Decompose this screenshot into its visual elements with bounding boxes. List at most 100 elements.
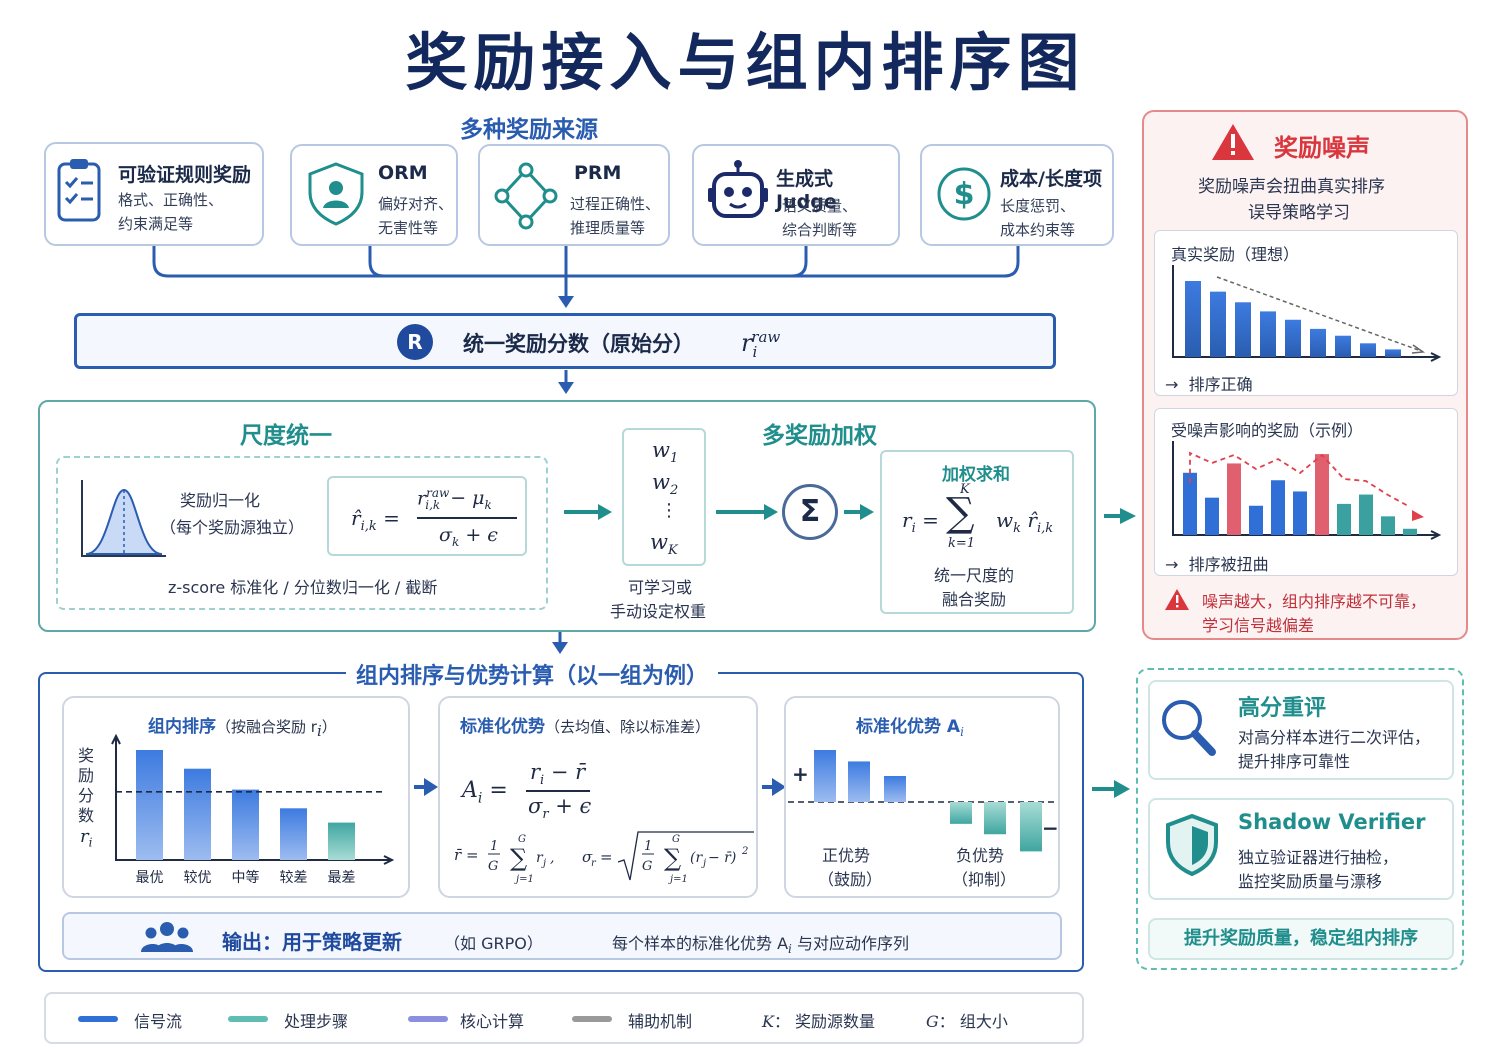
svg-text:∑: ∑ [510, 844, 527, 872]
fraction-bar [526, 790, 590, 792]
source-desc: 过程正确性、 [570, 195, 661, 213]
ideal-chart-panel: 真实奖励（理想） → 排序正确 [1154, 230, 1458, 396]
source-desc: 约束满足等 [118, 215, 194, 233]
svg-text:,: , [550, 850, 554, 866]
robot-icon [708, 160, 768, 218]
output-sub: （如 GRPO） [444, 934, 543, 953]
ideal-chart [1172, 265, 1442, 362]
svg-text:j=1: j=1 [514, 874, 534, 885]
sum-symbol: ∑ [946, 490, 975, 536]
legend-swatch [572, 1016, 612, 1022]
negative-label: （抑制） [952, 870, 1017, 889]
output-desc: 每个样本的标准化优势 Ai 与对应动作序列 [612, 934, 909, 957]
rank-panel: 组内排序（按融合奖励 ri） 奖励分数 ri 最优较优中等较差最差 [62, 696, 410, 898]
source-name: 成本/长度项 [1000, 168, 1102, 190]
arrow-right-icon [1104, 508, 1136, 524]
arrow-right-icon [716, 504, 778, 520]
noisy-bar [1183, 472, 1197, 535]
negative-advantage-bar [1020, 802, 1042, 852]
weight-w2: w2 [652, 470, 679, 499]
arrow-right-icon [844, 504, 874, 520]
ideal-bar [1235, 302, 1251, 357]
advantage-chart-title: 标准化优势 Ai [856, 717, 964, 740]
noisy-bar [1381, 516, 1395, 535]
clipboard-check-icon [57, 159, 101, 222]
svg-text:r: r [536, 850, 544, 866]
ideal-bar [1310, 328, 1326, 357]
svg-text:j: j [541, 858, 546, 869]
normalize-title: 尺度统一 [240, 423, 332, 449]
ideal-chart-title: 真实奖励（理想） [1171, 245, 1300, 264]
dollar-icon: $ [937, 167, 991, 221]
rank-category-label: 最优 [136, 870, 164, 886]
plus-sign: + [792, 762, 809, 786]
positive-label: 正优势 [822, 846, 871, 865]
ideal-trend-line [1216, 276, 1422, 352]
noise-warning: 噪声越大，组内排序越不可靠， [1202, 592, 1427, 611]
arrow-right-icon [1092, 780, 1130, 798]
arrow-right-icon [762, 778, 786, 796]
ideal-bar [1385, 349, 1401, 357]
legend-label: 辅助机制 [628, 1012, 693, 1031]
zscore-lhs: r̂i,k = [351, 506, 400, 534]
legend-swatch [78, 1016, 118, 1022]
sources-title: 多种奖励来源 [460, 117, 598, 143]
ideal-bar [1185, 281, 1201, 357]
zscore-denominator: σk + ϵ [439, 524, 498, 549]
magnifier-icon [1162, 700, 1216, 756]
legend-label: 信号流 [134, 1012, 183, 1031]
source-desc: 格式、正确性、 [118, 191, 224, 209]
legend-k: K： 奖励源数量 [762, 1012, 876, 1031]
normalize-desc: （每个奖励源独立） [160, 518, 305, 537]
ideal-trend-arrow [1411, 344, 1426, 354]
fraction-bar [417, 517, 517, 519]
svg-text:− r̄): − r̄) [708, 850, 736, 866]
source-card-judge: 生成式 Judge 语义质量、 综合判断等 [692, 144, 900, 246]
ideal-axis-arrow [1430, 352, 1442, 362]
noisy-bar [1403, 528, 1417, 535]
unified-label: 统一奖励分数（原始分） [463, 332, 694, 356]
ideal-bar [1260, 311, 1276, 357]
source-name: 可验证规则奖励 [118, 164, 252, 186]
arrow-right-icon [414, 778, 438, 796]
minus-sign: − [1042, 816, 1059, 840]
advantage-formula-panel: 标准化优势（去均值、除以标准差） Ai = ri − r̄ σr + ϵ r̄ … [438, 696, 758, 898]
output-label: 输出：用于策略更新 [222, 930, 402, 954]
svg-text:G: G [518, 834, 526, 845]
legend-swatch [228, 1016, 268, 1022]
noise-title: 奖励噪声 [1274, 134, 1370, 162]
advantage-panel-title: 标准化优势（去均值、除以标准差） [460, 717, 711, 737]
source-desc: 偏好对齐、 [378, 195, 454, 213]
unified-symbol: riraw [741, 328, 781, 361]
output-bar: 输出：用于策略更新 （如 GRPO） 每个样本的标准化优势 Ai 与对应动作序列 [62, 912, 1062, 960]
fused-caption: 统一尺度的 [934, 566, 1015, 585]
svg-text:σ: σ [582, 848, 593, 866]
shield-user-icon [308, 162, 364, 226]
source-desc: 推理质量等 [570, 219, 646, 237]
verifier-desc: 监控奖励质量与漂移 [1238, 872, 1383, 891]
network-icon [494, 162, 558, 230]
unified-reward-bar: R 统一奖励分数（原始分） riraw [74, 313, 1056, 369]
weights-box: w1 w2 ⋮ wK [622, 428, 706, 566]
rejudge-desc: 提升排序可靠性 [1238, 752, 1351, 771]
weight-w1: w1 [652, 438, 679, 467]
svg-text:1: 1 [644, 839, 652, 854]
verifier-title: Shadow Verifier [1238, 810, 1426, 834]
page-title: 奖励接入与组内排序图 [405, 26, 1086, 99]
noisy-trend-arrow [1412, 510, 1424, 521]
svg-text:G: G [642, 859, 652, 874]
noisy-trend-line [1189, 451, 1411, 508]
rank-bar [232, 789, 259, 860]
rank-chart: 最优较优中等较差最差 [111, 733, 395, 886]
weights-caption: 手动设定权重 [610, 602, 707, 621]
negative-advantage-bar [984, 802, 1006, 835]
ideal-bar [1210, 291, 1226, 357]
svg-text:=: = [600, 848, 613, 866]
rejudge-card: 高分重评 对高分样本进行二次评估， 提升排序可靠性 [1148, 680, 1454, 780]
weighted-sum-title: 加权求和 [942, 465, 1010, 485]
source-card-prm: PRM 过程正确性、 推理质量等 [478, 144, 670, 246]
rank-panel-title: 组内排序（按融合奖励 ri） [148, 717, 337, 741]
positive-advantage-bar [884, 776, 906, 802]
mean-std-formulas: r̄ = 1 G G ∑ j=1 r j , σ r = 1 G G ∑ j=1… [454, 831, 754, 885]
